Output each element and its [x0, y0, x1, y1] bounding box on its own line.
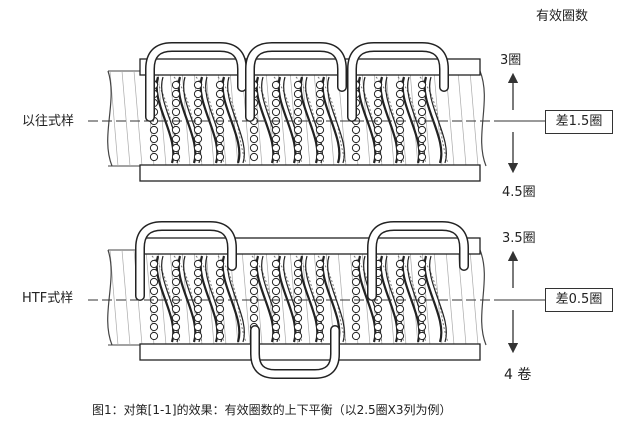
style-label-htf: HTF式样	[22, 291, 74, 306]
bottom-plate	[139, 164, 481, 182]
style-label-conventional: 以往式样	[22, 114, 75, 129]
conventional-spring-diagram	[88, 42, 540, 182]
upper-count-conventional: 3圈	[500, 53, 522, 68]
htf-spring-diagram	[88, 221, 540, 379]
top-plate	[139, 237, 481, 255]
difference-box-htf: 差0.5圈	[545, 288, 613, 312]
bottom-plate	[139, 343, 481, 361]
lower-count-htf: 4 卷	[504, 367, 532, 383]
lower-count-conventional: 4.5圈	[502, 185, 536, 200]
difference-box-conventional: 差1.5圈	[545, 110, 613, 134]
upper-count-htf: 3.5圈	[502, 231, 536, 246]
count-arrows	[495, 72, 545, 354]
figure-caption: 图1：对策[1-1]的效果：有效圈数的上下平衡（以2.5圈X3列为例）	[92, 403, 452, 417]
column-title: 有效圈数	[536, 9, 589, 24]
top-plate	[139, 58, 481, 76]
